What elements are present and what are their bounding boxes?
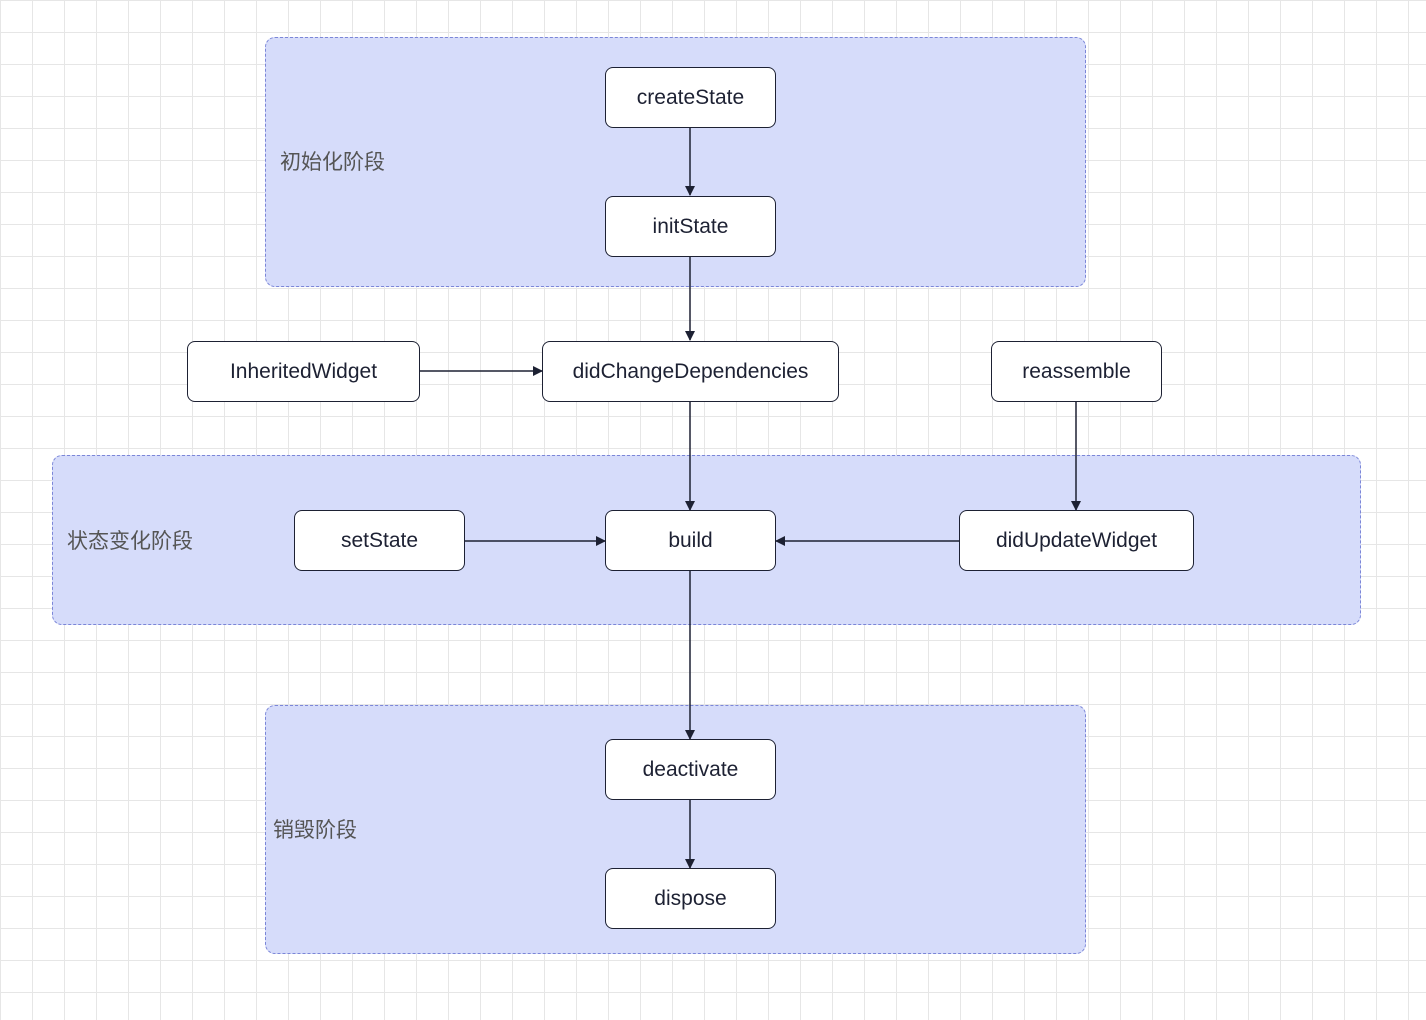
node-deactivate[interactable]: deactivate bbox=[605, 739, 776, 800]
node-dispose[interactable]: dispose bbox=[605, 868, 776, 929]
node-didUpdateWidget[interactable]: didUpdateWidget bbox=[959, 510, 1194, 571]
group-state-change-phase-label: 状态变化阶段 bbox=[67, 529, 193, 553]
node-InheritedWidget[interactable]: InheritedWidget bbox=[187, 341, 420, 402]
group-init-phase-label: 初始化阶段 bbox=[280, 150, 385, 174]
node-build[interactable]: build bbox=[605, 510, 776, 571]
group-destroy-phase-label: 销毁阶段 bbox=[273, 818, 357, 842]
node-createState[interactable]: createState bbox=[605, 67, 776, 128]
node-didChangeDependencies[interactable]: didChangeDependencies bbox=[542, 341, 839, 402]
node-initState[interactable]: initState bbox=[605, 196, 776, 257]
node-setState[interactable]: setState bbox=[294, 510, 465, 571]
node-reassemble[interactable]: reassemble bbox=[991, 341, 1162, 402]
